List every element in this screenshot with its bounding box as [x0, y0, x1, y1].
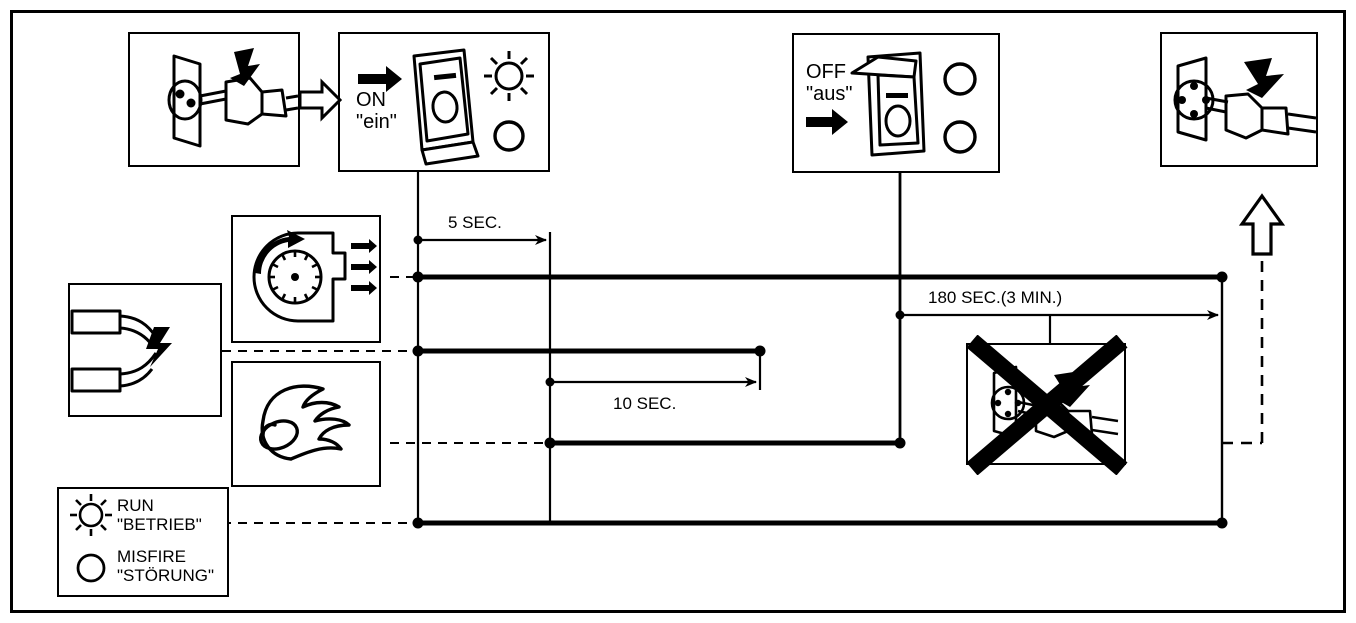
switch-on-label: ON "ein" — [356, 89, 397, 133]
transition-arrow-icon — [298, 78, 342, 122]
flame-panel — [231, 361, 381, 487]
legend-item-misfire: MISFIRE "STÖRUNG" — [117, 547, 215, 585]
circle-lamp-unlit-bottom — [943, 120, 977, 154]
sun-lamp-lit — [484, 51, 534, 101]
plug-out-up-arrow — [1238, 193, 1286, 256]
switch-on-panel[interactable] — [338, 32, 550, 172]
circle-lamp-unlit-top — [943, 62, 977, 96]
node-dim-180sec-origin — [895, 310, 905, 320]
indicator-legend — [57, 487, 229, 597]
timeline-node-dots — [412, 235, 1228, 529]
node-flame-start — [544, 437, 556, 449]
node-ignition-start — [412, 345, 424, 357]
switch-off-label: OFF "aus" — [806, 61, 853, 105]
ignition-electrodes-panel — [68, 283, 222, 417]
node-dim-10sec-origin — [545, 377, 555, 387]
sun-icon — [70, 494, 112, 536]
node-ignition-end — [754, 345, 766, 357]
node-flame-end — [894, 437, 906, 449]
blower-fan-panel — [231, 215, 381, 343]
node-blower-start — [412, 271, 424, 283]
label-180-sec: 180 SEC.(3 MIN.) — [928, 288, 1063, 307]
node-dim-5sec-origin — [413, 235, 423, 245]
circle-icon — [76, 553, 106, 583]
label-5-sec: 5 SEC. — [448, 213, 502, 232]
legend-item-run: RUN "BETRIEB" — [117, 496, 202, 534]
switch-off-panel[interactable] — [792, 33, 1000, 173]
label-10-sec: 10 SEC. — [613, 394, 677, 413]
node-runlamp-start — [412, 517, 424, 529]
node-blower-end — [1216, 271, 1228, 283]
node-runlamp-end — [1216, 517, 1228, 529]
plug-insert-panel — [128, 32, 300, 167]
plug-remove-panel — [1160, 32, 1318, 167]
circle-lamp-unlit — [493, 120, 525, 152]
prohibition-cross-icon — [966, 335, 1128, 475]
